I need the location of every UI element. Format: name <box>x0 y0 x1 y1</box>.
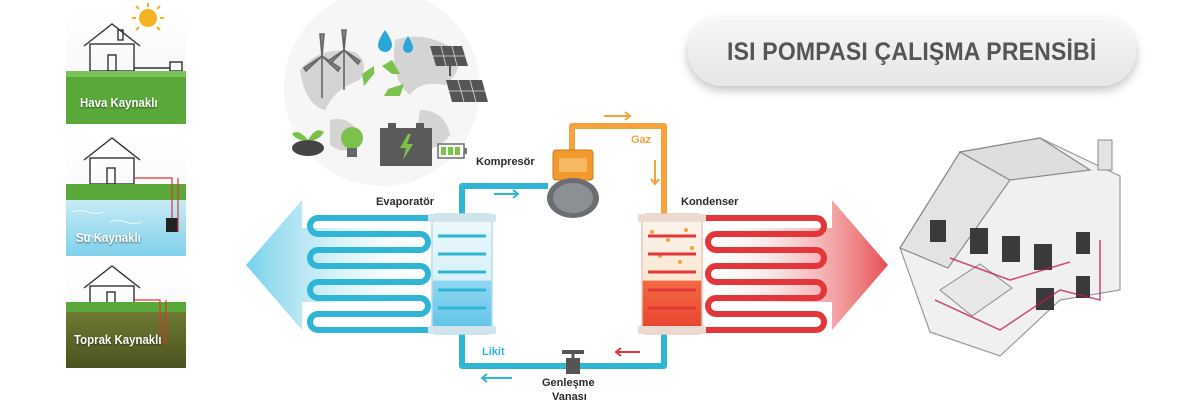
evaporator-coil <box>307 215 433 333</box>
condenser-tank <box>638 213 706 335</box>
battery-icon <box>380 123 432 166</box>
evaporator-tank <box>428 213 496 335</box>
house-illustration <box>899 137 1121 357</box>
source-label-ground: Toprak Kaynaklı <box>74 332 162 347</box>
liquid-label: Likit <box>482 346 505 358</box>
evaporator-label: Evaporatör <box>376 196 435 208</box>
compressor-unit <box>547 149 599 218</box>
expansion-valve-label-line2: Vanası <box>552 391 587 403</box>
source-panel-water <box>66 136 186 256</box>
source-panel-ground <box>66 264 186 368</box>
source-label-air: Hava Kaynaklı <box>80 95 158 110</box>
solar-panel-icon <box>430 45 488 103</box>
recycle-icon <box>362 60 404 96</box>
condenser-coil <box>702 215 827 333</box>
plant-icon <box>292 130 324 156</box>
source-panel-air <box>66 3 186 124</box>
page-title: ISI POMPASI ÇALIŞMA PRENSİBİ <box>727 37 1097 66</box>
wind-turbine-icon <box>302 29 362 98</box>
source-label-water: Su Kaynaklı <box>76 230 141 245</box>
condenser-label: Kondenser <box>681 196 739 208</box>
water-drop-icon <box>378 30 413 53</box>
renewable-energy-cluster <box>284 0 488 186</box>
expansion-valve-label-line1: Genleşme <box>542 377 595 389</box>
charge-level-icon <box>437 143 467 159</box>
refrigerant-pipes <box>459 123 667 369</box>
title-banner: ISI POMPASI ÇALIŞMA PRENSİBİ <box>688 18 1136 86</box>
compressor-label: Kompresör <box>476 156 535 168</box>
flow-arrows <box>480 111 660 383</box>
sun-icon <box>132 3 164 31</box>
expansion-valve-icon <box>562 350 584 374</box>
bulb-icon <box>341 127 363 157</box>
gas-label: Gaz <box>631 134 652 146</box>
